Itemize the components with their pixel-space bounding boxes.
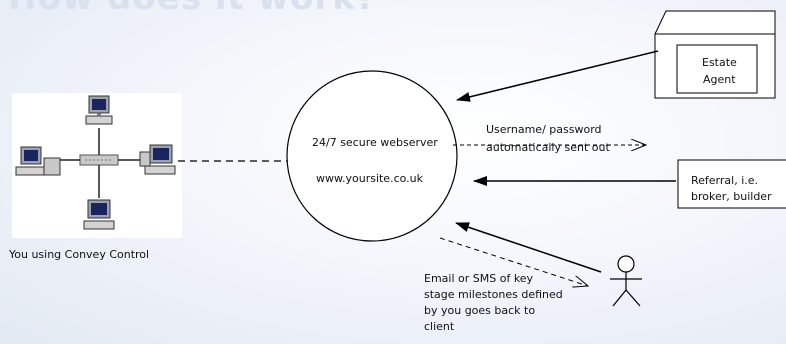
network-computers-image <box>12 93 182 238</box>
server-label-line1: 24/7 secure webserver <box>312 136 438 149</box>
computer-icon-left <box>15 146 61 176</box>
estate-agent-label-line1: Estate <box>702 56 737 69</box>
estate-agent-arrow <box>456 50 659 102</box>
you-caption: You using Convey Control <box>9 248 150 261</box>
computer-icon-top <box>85 95 113 125</box>
server-label-line2: www.yoursite.co.uk <box>316 172 423 185</box>
computer-icon-right <box>139 144 176 175</box>
estate-agent-house <box>654 10 776 99</box>
referral-label-line2: broker, builder <box>691 190 772 203</box>
computer-icon-bottom <box>83 199 115 230</box>
client-message-line3: by you goes back to <box>424 304 536 317</box>
client-arrow <box>455 222 602 273</box>
client-message-line4: client <box>424 320 455 333</box>
credentials-label-line2: automatically sent out <box>486 141 610 154</box>
page-title: How does it work? <box>8 0 377 18</box>
client-message-line1: Email or SMS of key <box>424 272 534 285</box>
referral-label-line1: Referral, i.e. <box>691 174 759 187</box>
webserver-circle <box>286 70 458 242</box>
estate-agent-label-line2: Agent <box>703 73 736 86</box>
client-message-line2: stage milestones defined <box>424 288 563 301</box>
credentials-label-line1: Username/ password <box>486 123 602 136</box>
referral-box <box>677 159 786 209</box>
message-arrow <box>439 237 588 286</box>
client-person-icon <box>610 255 642 307</box>
